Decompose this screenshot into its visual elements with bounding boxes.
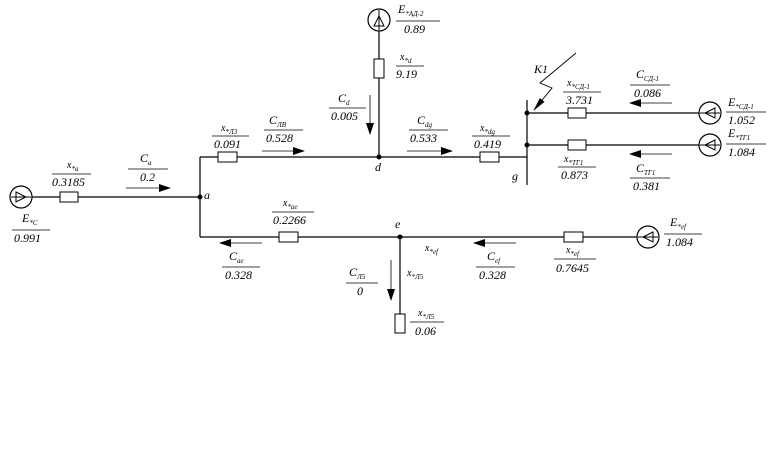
source-tg1-label: E*ТГ1: [727, 126, 750, 142]
c-ef-label: Cef: [487, 249, 501, 265]
c-tg1-value: 0.381: [633, 179, 660, 193]
x-ae-label: x*ae: [282, 198, 298, 211]
x-tg1-label: x*ТГ1: [563, 154, 583, 167]
node-e-label: e: [395, 217, 401, 231]
x-ef-near-label: x*ef: [424, 243, 439, 256]
source-ef-symbol: [636, 225, 660, 249]
c-dg-value: 0.533: [410, 131, 437, 145]
resistor-l5: [394, 313, 406, 334]
source-sd1-label: E*СД-1: [727, 95, 754, 111]
resistor-tg1: [567, 139, 587, 151]
source-sc-label: E*С: [21, 211, 38, 227]
node-a-label: a: [204, 188, 210, 202]
resistor-l3: [217, 151, 238, 163]
node-g-label: g: [512, 169, 518, 183]
source-sc-symbol: [9, 185, 33, 209]
source-ad2-symbol: [367, 8, 391, 32]
x-sd1-value: 3.731: [565, 93, 593, 107]
source-ad2-label: E*АД-2: [397, 2, 424, 18]
x-a-value: 0.3185: [52, 175, 85, 189]
node-e-dot: [397, 234, 403, 240]
c-d-label: Cd: [338, 91, 350, 107]
c-l5-label: CЛ5: [349, 265, 366, 281]
c-ae-value: 0.328: [225, 268, 252, 282]
x-dg-value: 0.419: [474, 137, 501, 151]
resistors: [59, 58, 587, 334]
x-l5-near-label: x*Л5: [406, 268, 424, 281]
resistor-ef: [563, 231, 584, 243]
node-d-label: d: [375, 160, 382, 174]
c-lv-value: 0.528: [266, 131, 293, 145]
resistor-d: [373, 58, 385, 79]
x-l3-label: x*Л3: [220, 123, 238, 136]
x-ae-value: 0.2266: [273, 213, 306, 227]
node-g-dot-1: [524, 110, 530, 116]
c-sd1-label: CСД-1: [636, 67, 659, 83]
c-tg1-label: CТГ1: [636, 161, 655, 177]
flow-arrows: [126, 95, 672, 301]
x-ef-value: 0.7645: [556, 261, 589, 275]
fault-k1-symbol: [533, 52, 577, 111]
c-ae-label: Cae: [229, 249, 244, 265]
source-tg1-symbol: [698, 133, 722, 157]
x-l5-value: 0.06: [415, 324, 436, 338]
x-ef-label: x*ef: [565, 245, 580, 258]
node-a-dot: [197, 194, 203, 200]
c-l5-value: 0: [357, 284, 363, 298]
c-lv-label: CЛВ: [269, 113, 287, 129]
resistor-ae: [278, 231, 299, 243]
c-a-value: 0.2: [140, 170, 155, 184]
node-d-dot: [376, 154, 382, 160]
source-ad2-value: 0.89: [404, 22, 425, 36]
source-ef-label: E*ef: [669, 215, 687, 231]
source-sd1-symbol: [698, 101, 722, 125]
node-dots: [197, 110, 530, 240]
x-d-label: x*d: [399, 52, 412, 65]
c-sd1-value: 0.086: [634, 86, 661, 100]
x-d-value: 9.19: [396, 67, 417, 81]
c-ef-value: 0.328: [479, 268, 506, 282]
x-l5-label: x*Л5: [417, 308, 435, 321]
x-dg-label: x*dg: [479, 123, 495, 136]
wires: [32, 31, 699, 314]
x-l3-value: 0.091: [214, 137, 241, 151]
node-g-dot-2: [524, 142, 530, 148]
x-tg1-value: 0.873: [561, 168, 588, 182]
source-sd1-value: 1.052: [728, 113, 755, 127]
x-a-label: x*a: [66, 160, 79, 173]
source-sc-value: 0.991: [14, 231, 41, 245]
source-tg1-value: 1.084: [728, 145, 755, 159]
x-sd1-label: x*СД-1: [566, 78, 590, 91]
c-d-value: 0.005: [331, 109, 358, 123]
source-ef-value: 1.084: [666, 235, 693, 249]
c-dg-label: Cdg: [417, 113, 433, 129]
resistor-dg: [479, 151, 500, 163]
resistor-sd1: [567, 107, 587, 119]
resistor-a: [59, 191, 79, 203]
fault-k1-label: K1: [533, 62, 548, 76]
c-a-label: Ca: [140, 151, 152, 167]
